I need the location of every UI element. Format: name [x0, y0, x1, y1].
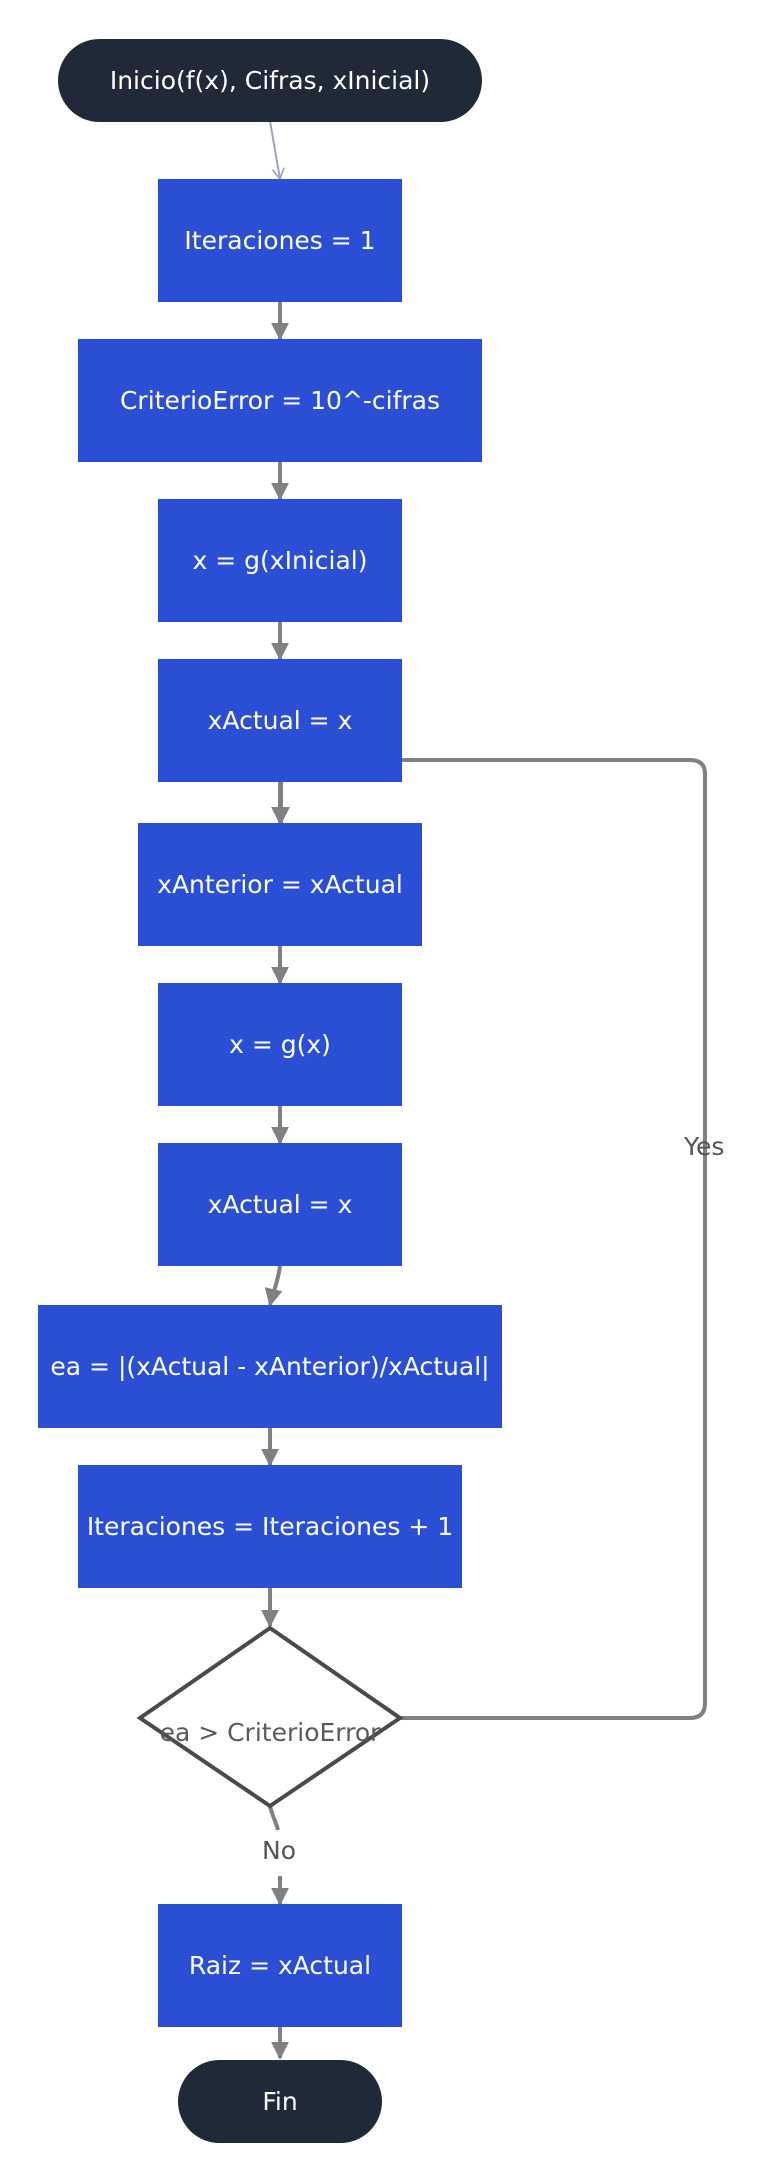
x-init-box: x = g(xInicial) — [158, 499, 402, 622]
ea-box: ea = |(xActual - xAnterior)/xActual| — [38, 1305, 502, 1428]
edge-decision-no — [268, 1805, 280, 1831]
decision-label: ea > CriterioError — [159, 1717, 381, 1747]
no-edge-label: No — [262, 1836, 296, 1865]
end-terminal: Fin — [178, 2060, 382, 2143]
x-g-box: x = g(x) — [158, 983, 402, 1106]
start-terminal: Inicio(f(x), Cifras, xInicial) — [58, 39, 482, 122]
raiz-box: Raiz = xActual — [158, 1904, 402, 2027]
xactual-second-box: xActual = x — [158, 1143, 402, 1266]
xactual-first-box: xActual = x — [158, 659, 402, 782]
criterio-error-box: CriterioError = 10^-cifras — [78, 339, 482, 462]
xanterior-box: xAnterior = xActual — [138, 823, 422, 946]
iteraciones-init-box: Iteraciones = 1 — [158, 179, 402, 302]
decision-diamond — [136, 1625, 404, 1809]
edge-xactual2-to-ea — [264, 1265, 283, 1307]
iteraciones-inc-box: Iteraciones = Iteraciones + 1 — [78, 1465, 462, 1588]
edge-start-to-iter — [269, 120, 285, 181]
yes-edge-label: Yes — [684, 1132, 725, 1161]
